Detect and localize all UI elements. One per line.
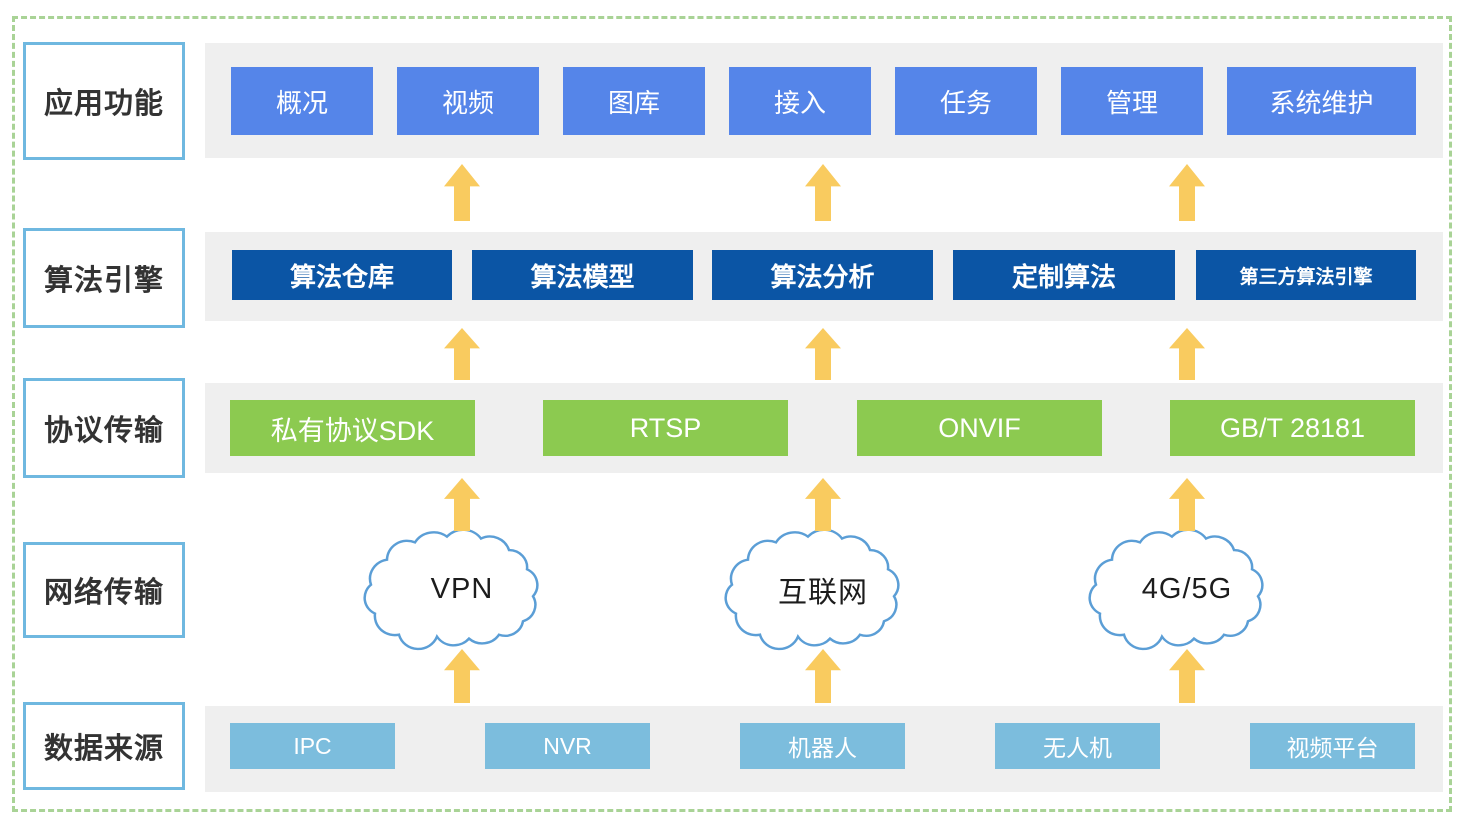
app-node-gallery: 图库 [563,67,705,135]
layer-label-application: 应用功能 [23,42,185,160]
proto-node-private-sdk: 私有协议SDK [230,400,475,456]
up-arrow-icon [444,478,480,531]
algo-node-analysis: 算法分析 [712,250,933,300]
algo-node-model: 算法模型 [472,250,693,300]
up-arrow-icon [805,478,841,531]
up-arrow-icon [1169,164,1205,221]
network-cloud-4g5g: 4G/5G [1082,527,1292,652]
proto-node-rtsp: RTSP [543,400,788,456]
network-cloud-vpn: VPN [357,527,567,652]
cloud-icon [724,528,900,651]
src-node-drone: 无人机 [995,723,1160,769]
cloud-label-4g5g: 4G/5G [1141,573,1233,605]
src-node-robot: 机器人 [740,723,905,769]
cloud-icon [363,528,539,651]
algo-node-third-party-engine: 第三方算法引擎 [1196,250,1416,300]
cloud-icon [1088,528,1264,651]
layer-label-algorithm: 算法引擎 [23,228,185,328]
src-node-ipc: IPC [230,723,395,769]
app-node-overview: 概况 [231,67,373,135]
app-node-video: 视频 [397,67,539,135]
up-arrow-icon [444,649,480,703]
app-node-system-maintenance: 系统维护 [1227,67,1416,135]
proto-node-gbt28181: GB/T 28181 [1170,400,1415,456]
up-arrow-icon [1169,478,1205,531]
up-arrow-icon [805,649,841,703]
algo-node-warehouse: 算法仓库 [232,250,452,300]
cloud-label-internet: 互联网 [777,576,868,609]
src-node-video-platform: 视频平台 [1250,723,1415,769]
algo-node-custom: 定制算法 [953,250,1175,300]
app-node-task: 任务 [895,67,1037,135]
up-arrow-icon [1169,328,1205,380]
network-cloud-internet: 互联网 [718,527,928,652]
up-arrow-icon [1169,649,1205,703]
app-node-management: 管理 [1061,67,1203,135]
layer-label-source: 数据来源 [23,702,185,790]
up-arrow-icon [444,164,480,221]
src-node-nvr: NVR [485,723,650,769]
layer-label-network: 网络传输 [23,542,185,638]
proto-node-onvif: ONVIF [857,400,1102,456]
up-arrow-icon [805,328,841,380]
up-arrow-icon [805,164,841,221]
cloud-label-vpn: VPN [430,573,494,605]
app-node-access: 接入 [729,67,871,135]
layer-label-protocol: 协议传输 [23,378,185,478]
up-arrow-icon [444,328,480,380]
